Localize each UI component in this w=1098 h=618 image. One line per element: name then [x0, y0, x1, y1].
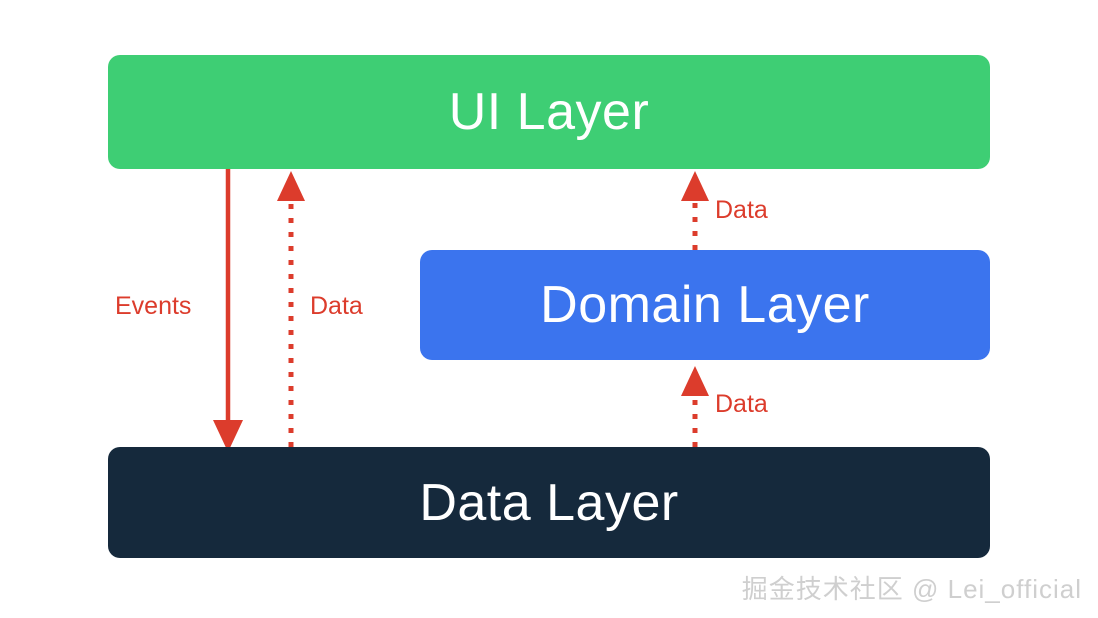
data-top-arrow-dotted-up [681, 171, 709, 250]
watermark-text: 掘金技术社区 @ Lei_official [741, 574, 1082, 604]
edge-label-data-bottom: Data [715, 390, 768, 418]
edge-label-data-top: Data [715, 196, 768, 224]
edge-label-events: Events [115, 292, 192, 320]
data-left-arrow-dotted-up [277, 171, 305, 447]
data-layer-box[interactable]: Data Layer [108, 447, 990, 558]
data-layer-label: Data Layer [419, 473, 679, 532]
data-bottom-arrow-dotted-up [681, 366, 709, 447]
events-arrow-head-down [213, 420, 243, 452]
edge-label-data-left: Data [310, 292, 363, 320]
data-left-arrow-head-up [277, 171, 305, 201]
data-bottom-arrow-head-up [681, 366, 709, 396]
events-arrow-solid-down [213, 169, 243, 452]
domain-layer-label: Domain Layer [540, 276, 870, 334]
data-top-arrow-head-up [681, 171, 709, 201]
domain-layer-box[interactable]: Domain Layer [420, 250, 990, 360]
ui-layer-label: UI Layer [448, 83, 650, 141]
ui-layer-box[interactable]: UI Layer [108, 55, 990, 169]
